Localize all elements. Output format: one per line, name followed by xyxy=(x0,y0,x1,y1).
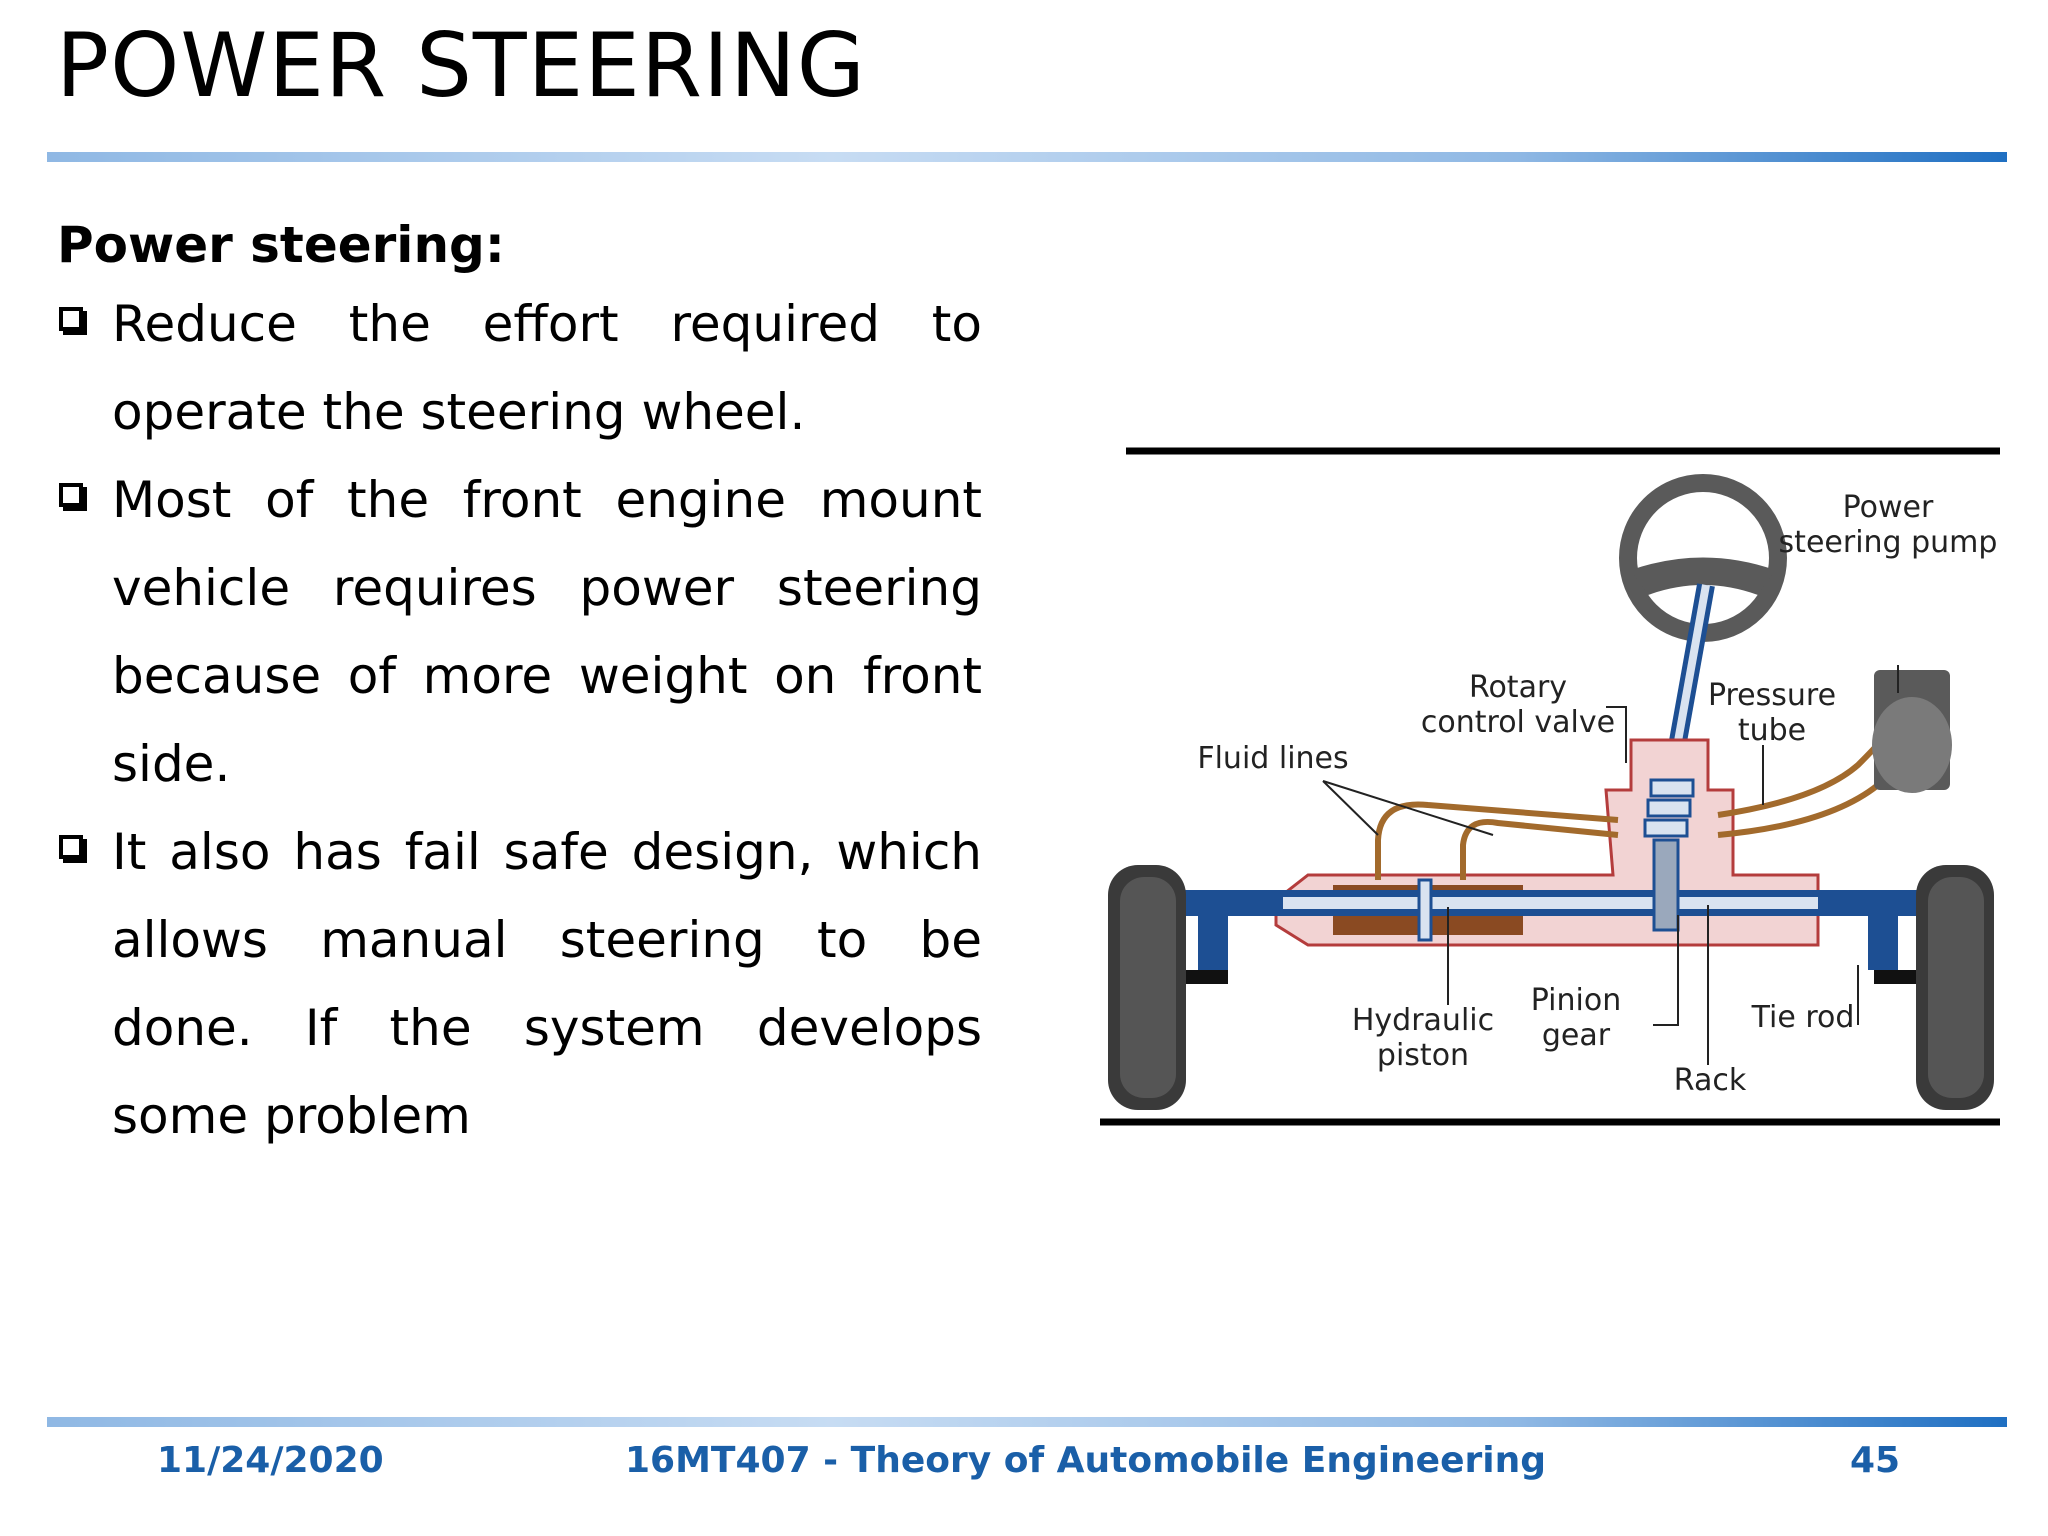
bullet-item: Most of the front engine mount vehicle r… xyxy=(57,456,982,808)
label-fluid-lines: Fluid lines xyxy=(1197,741,1348,776)
label-tie-rod: Tie rod xyxy=(1751,1000,1855,1035)
footer-date: 11/24/2020 xyxy=(157,1440,384,1481)
subheading: Power steering: xyxy=(57,216,505,274)
checkbox-bullet-icon xyxy=(59,483,83,507)
bullet-item: Reduce the effort required to operate th… xyxy=(57,280,982,456)
bullet-text: Reduce the effort required to operate th… xyxy=(112,295,982,441)
bullet-text: It also has fail safe design, which allo… xyxy=(112,823,982,1145)
label-hydraulic-piston-line1: Hydraulic xyxy=(1352,1003,1494,1038)
label-rotary-valve-line1: Rotary xyxy=(1469,670,1567,705)
rotary-valve-shape xyxy=(1643,778,1695,838)
label-pinion-gear-line2: gear xyxy=(1542,1018,1611,1053)
label-hydraulic-piston-line2: piston xyxy=(1377,1038,1469,1073)
title-underline xyxy=(47,152,2007,162)
slide-title: POWER STEERING xyxy=(56,14,866,117)
label-pinion-gear-line1: Pinion xyxy=(1531,983,1621,1018)
label-pressure-tube-line2: tube xyxy=(1738,713,1806,748)
footer-page-number: 45 xyxy=(1850,1440,1901,1481)
label-rack: Rack xyxy=(1674,1063,1747,1098)
footer-course-title: 16MT407 - Theory of Automobile Engineeri… xyxy=(625,1440,1547,1481)
label-power-pump-line2: steering pump xyxy=(1779,525,1998,560)
footer-rule xyxy=(47,1417,2007,1427)
pinion-gear-shape xyxy=(1652,838,1680,932)
power-steering-pump-icon xyxy=(1872,670,1952,793)
bullet-item: It also has fail safe design, which allo… xyxy=(57,808,982,1160)
label-rotary-valve-line2: control valve xyxy=(1421,705,1615,740)
label-pressure-tube-line1: Pressure xyxy=(1708,678,1836,713)
checkbox-bullet-icon xyxy=(59,307,83,331)
label-power-pump-line1: Power xyxy=(1843,490,1934,525)
checkbox-bullet-icon xyxy=(59,835,83,859)
power-steering-diagram: Power steering pump Rotary control valve… xyxy=(1098,445,2010,1127)
body-text: Power steering: Reduce the effort requir… xyxy=(57,210,982,1160)
hydraulic-piston-shape xyxy=(1417,878,1433,942)
bullet-text: Most of the front engine mount vehicle r… xyxy=(112,471,982,793)
